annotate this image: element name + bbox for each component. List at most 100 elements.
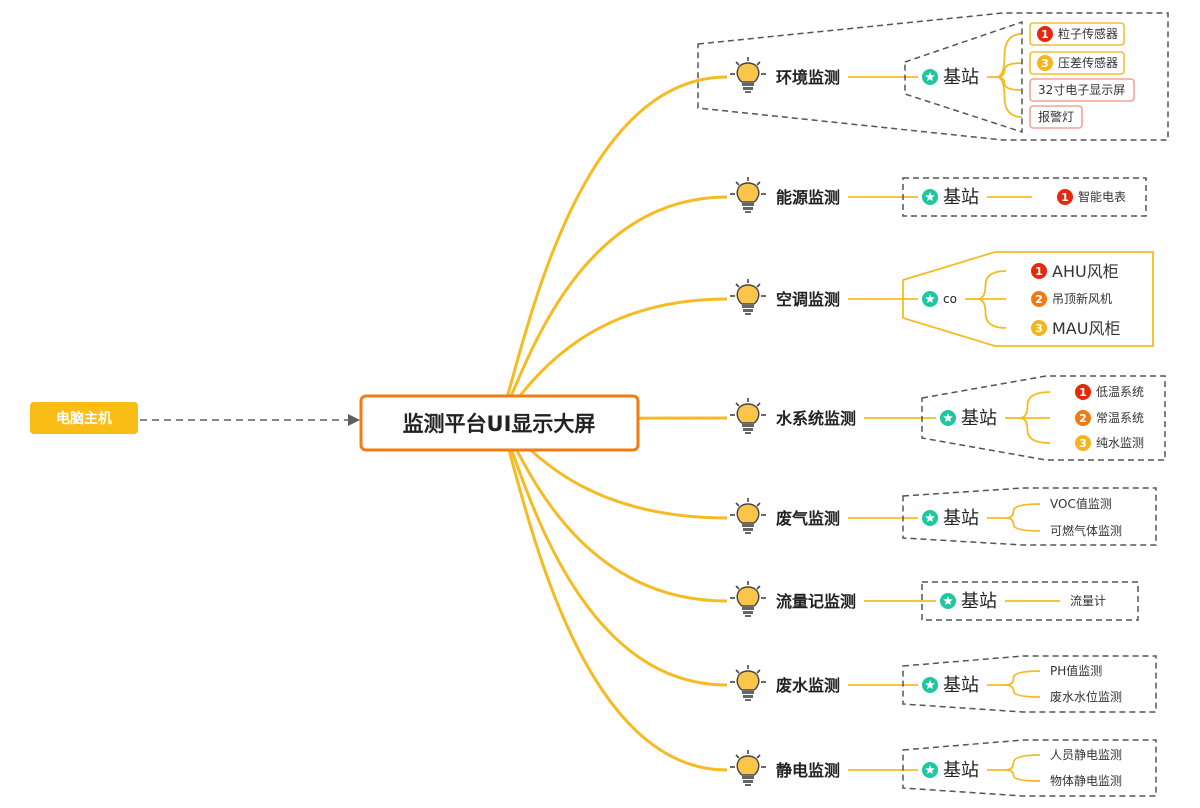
bulb-glass — [736, 670, 760, 691]
bulb-ray — [735, 402, 740, 407]
branch-5: 废气监测基站VOC值监测可燃气体监测 — [730, 496, 1122, 538]
leaf-label: 低温系统 — [1096, 385, 1144, 399]
bulb-ray — [756, 585, 761, 590]
branch-label: 废水监测 — [776, 676, 840, 695]
bulb-glass — [736, 586, 760, 607]
hub-leaf-connector — [996, 33, 1023, 78]
star-icon — [922, 510, 938, 526]
leaf-node[interactable]: 32寸电子显示屏 — [1029, 78, 1135, 102]
bulb-base — [743, 428, 753, 431]
star-shape — [925, 680, 935, 689]
leaf-label: 废水水位监测 — [1050, 689, 1122, 704]
hub-label: co — [943, 292, 957, 306]
bulb-glass — [736, 182, 760, 203]
source-node[interactable]: 电脑主机 — [30, 402, 138, 434]
hub-label: 基站 — [961, 408, 997, 429]
bulb-glass — [736, 755, 760, 776]
leaf-node[interactable]: 可燃气体监测 — [1050, 523, 1122, 538]
bulb-base — [745, 91, 751, 93]
bulb-base — [743, 87, 753, 90]
source-node-box[interactable] — [30, 402, 138, 434]
bulb-ray — [735, 502, 740, 507]
star-icon — [922, 291, 938, 307]
bulb-ray — [756, 181, 761, 186]
bulb-ray — [735, 669, 740, 674]
leaf-node[interactable]: 流量计 — [1070, 594, 1106, 608]
number-badge-text: 3 — [1035, 322, 1043, 335]
bulb-base — [745, 211, 751, 213]
leaf-label: 智能电表 — [1078, 189, 1126, 204]
bulb-base — [743, 695, 753, 698]
bulb-base — [742, 203, 754, 206]
leaf-label: 人员静电监测 — [1050, 748, 1122, 762]
bulb-base — [742, 424, 754, 427]
root-node-label: 监测平台UI显示大屏 — [403, 412, 596, 436]
leaf-node[interactable]: 报警灯 — [1029, 105, 1083, 129]
leaf-label: 粒子传感器 — [1058, 26, 1118, 41]
star-icon — [922, 189, 938, 205]
bulb-ray — [735, 61, 740, 66]
leaf-label: PH值监测 — [1050, 663, 1102, 678]
bulb-ray — [735, 754, 740, 759]
bulb-glass — [736, 62, 760, 83]
root-node[interactable]: 监测平台UI显示大屏 — [359, 394, 640, 452]
root-connector-line — [498, 75, 728, 421]
leaf-box[interactable] — [1029, 22, 1125, 46]
leaf-box[interactable] — [1029, 51, 1125, 75]
leaf-node[interactable]: VOC值监测 — [1050, 496, 1112, 511]
lightbulb-icon — [730, 398, 766, 434]
number-badge-icon — [1075, 384, 1091, 400]
hub-leaf-connector — [1005, 684, 1041, 698]
leaf-label: 物体静电监测 — [1050, 774, 1122, 788]
bulb-base — [745, 532, 751, 534]
root-node-box[interactable] — [359, 394, 640, 452]
bulb-base — [742, 83, 754, 86]
leaf-node[interactable]: PH值监测 — [1050, 663, 1102, 678]
hub-leaf-connector — [1019, 391, 1051, 419]
leaf-box[interactable] — [1029, 78, 1135, 102]
bulb-glass — [736, 403, 760, 424]
branch-label: 静电监测 — [776, 761, 840, 780]
group-frame — [902, 251, 1154, 347]
lightbulb-icon — [730, 177, 766, 213]
number-badge-icon — [1075, 435, 1091, 451]
lightbulb-icon — [730, 665, 766, 701]
bulb-ray — [756, 502, 761, 507]
root-connector-line — [498, 419, 728, 687]
hub-leaf-connector — [977, 270, 1007, 300]
star-shape — [925, 294, 935, 303]
bulb-base — [743, 611, 753, 614]
leaf-node[interactable]: 物体静电监测 — [1050, 774, 1122, 788]
arrowhead-icon — [348, 414, 360, 426]
number-badge-icon — [1031, 263, 1047, 279]
leaf-node[interactable]: 废水水位监测 — [1050, 689, 1122, 704]
bulb-ray — [756, 402, 761, 407]
branch-label: 空调监测 — [776, 290, 840, 309]
bulb-base — [742, 524, 754, 527]
number-badge-text: 3 — [1079, 437, 1087, 450]
branch-8: 静电监测基站人员静电监测物体静电监测 — [730, 748, 1122, 788]
hub-leaf-connector — [1005, 670, 1041, 686]
number-badge-icon — [1057, 189, 1073, 205]
bulb-base — [743, 309, 753, 312]
number-badge-text: 3 — [1041, 57, 1049, 70]
leaf-node[interactable]: 人员静电监测 — [1050, 748, 1122, 762]
hub-label: 基站 — [943, 67, 979, 88]
leaf-box[interactable] — [1029, 105, 1083, 129]
bulb-ray — [735, 283, 740, 288]
lightbulb-icon — [730, 498, 766, 534]
number-badge-text: 1 — [1035, 265, 1043, 278]
leaf-label: 32寸电子显示屏 — [1038, 83, 1125, 97]
